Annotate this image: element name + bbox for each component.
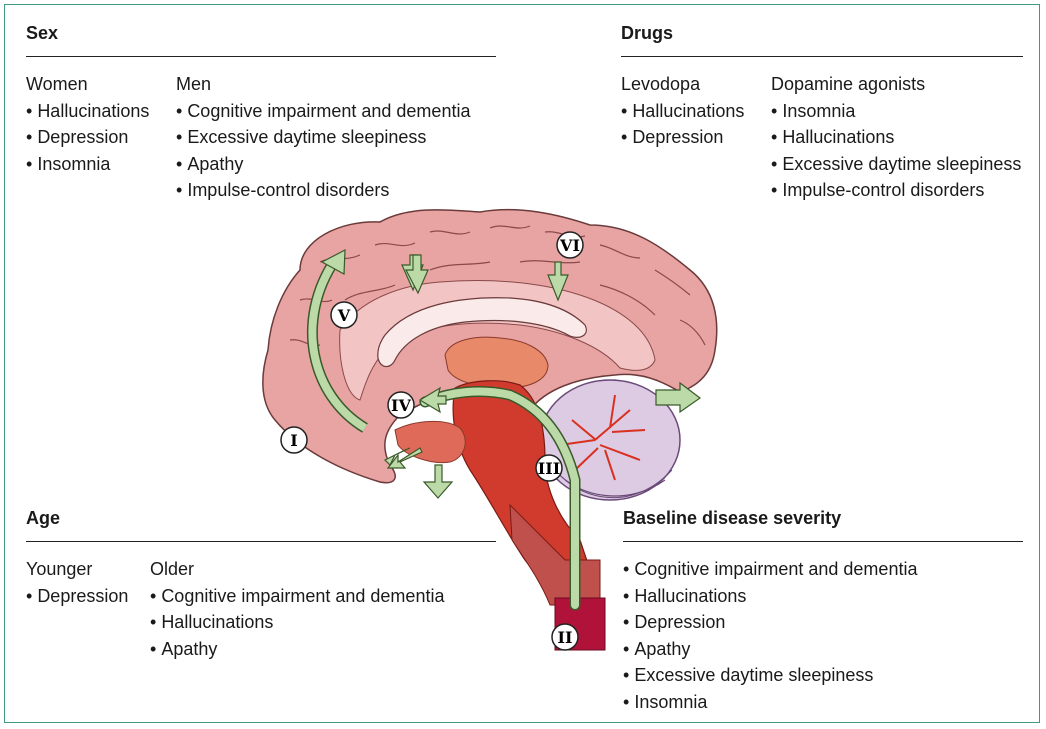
age-title: Age — [26, 508, 61, 528]
corpus-callosum — [377, 297, 587, 368]
severity-rule — [623, 541, 1023, 542]
drugs-title: Drugs — [621, 23, 674, 43]
arbor-vitae — [559, 394, 646, 481]
levodopa-column: Levodopa Hallucinations Depression — [621, 71, 771, 204]
list-item: Cognitive impairment and dementia — [176, 98, 470, 125]
stage-v-text: V — [337, 306, 351, 325]
sex-title: Sex — [26, 23, 59, 43]
list-item: Impulse-control disorders — [176, 177, 470, 204]
list-item: Apathy — [623, 636, 917, 663]
stage-iv-text: IV — [391, 396, 411, 415]
list-item: Depression — [623, 609, 917, 636]
stage-i-text: I — [290, 431, 297, 450]
list-item: Hallucinations — [623, 583, 917, 610]
list-item: Excessive daytime sleepiness — [771, 151, 1021, 178]
agonists-column: Dopamine agonists Insomnia Hallucination… — [771, 71, 1021, 204]
list-item: Hallucinations — [150, 609, 444, 636]
stage-label-v: V — [330, 301, 358, 329]
levodopa-heading: Levodopa — [621, 74, 701, 94]
brainstem — [452, 380, 601, 611]
list-item: Hallucinations — [621, 98, 771, 125]
list-item: Excessive daytime sleepiness — [176, 124, 470, 151]
severity-title: Baseline disease severity — [623, 508, 842, 528]
stage-label-vi: VI — [556, 231, 584, 259]
age-panel: Age Younger Depression Older Cognitive i… — [26, 505, 496, 662]
women-heading: Women — [26, 74, 88, 94]
list-item: Depression — [621, 124, 771, 151]
stage-vi-text: VI — [559, 236, 580, 255]
cingulate-region — [339, 280, 656, 401]
stage-label-iii: III — [535, 454, 563, 482]
list-item: Depression — [26, 583, 150, 610]
women-column: Women Hallucinations Depression Insomnia — [26, 71, 176, 204]
list-item: Insomnia — [771, 98, 1021, 125]
drugs-rule — [621, 56, 1023, 57]
list-item: Impulse-control disorders — [771, 177, 1021, 204]
drugs-panel: Drugs Levodopa Hallucinations Depression… — [621, 20, 1023, 204]
list-item: Depression — [26, 124, 176, 151]
stage-ii-text: II — [558, 628, 573, 647]
list-item: Hallucinations — [771, 124, 1021, 151]
list-item: Insomnia — [26, 151, 176, 178]
older-column: Older Cognitive impairment and dementia … — [150, 556, 444, 662]
stage-label-i: I — [280, 426, 308, 454]
list-item: Excessive daytime sleepiness — [623, 662, 917, 689]
older-heading: Older — [150, 559, 195, 579]
sex-panel: Sex Women Hallucinations Depression Inso… — [26, 20, 496, 204]
severity-column: Cognitive impairment and dementia Halluc… — [623, 556, 917, 715]
severity-panel: Baseline disease severity Cognitive impa… — [623, 505, 1023, 715]
stage-iii-text: III — [538, 459, 560, 478]
agonists-heading: Dopamine agonists — [771, 74, 926, 94]
list-item: Cognitive impairment and dementia — [150, 583, 444, 610]
sex-rule — [26, 56, 496, 57]
men-column: Men Cognitive impairment and dementia Ex… — [176, 71, 470, 204]
men-heading: Men — [176, 74, 212, 94]
list-item: Cognitive impairment and dementia — [623, 556, 917, 583]
list-item: Apathy — [150, 636, 444, 663]
stage-label-ii: II — [551, 623, 579, 651]
stage-label-iv: IV — [387, 391, 415, 419]
arrows — [383, 254, 702, 499]
list-item: Hallucinations — [26, 98, 176, 125]
younger-heading: Younger — [26, 559, 93, 579]
list-item: Insomnia — [623, 689, 917, 716]
list-item: Apathy — [176, 151, 470, 178]
younger-column: Younger Depression — [26, 556, 150, 662]
age-rule — [26, 541, 496, 542]
orbitofrontal — [394, 420, 466, 464]
